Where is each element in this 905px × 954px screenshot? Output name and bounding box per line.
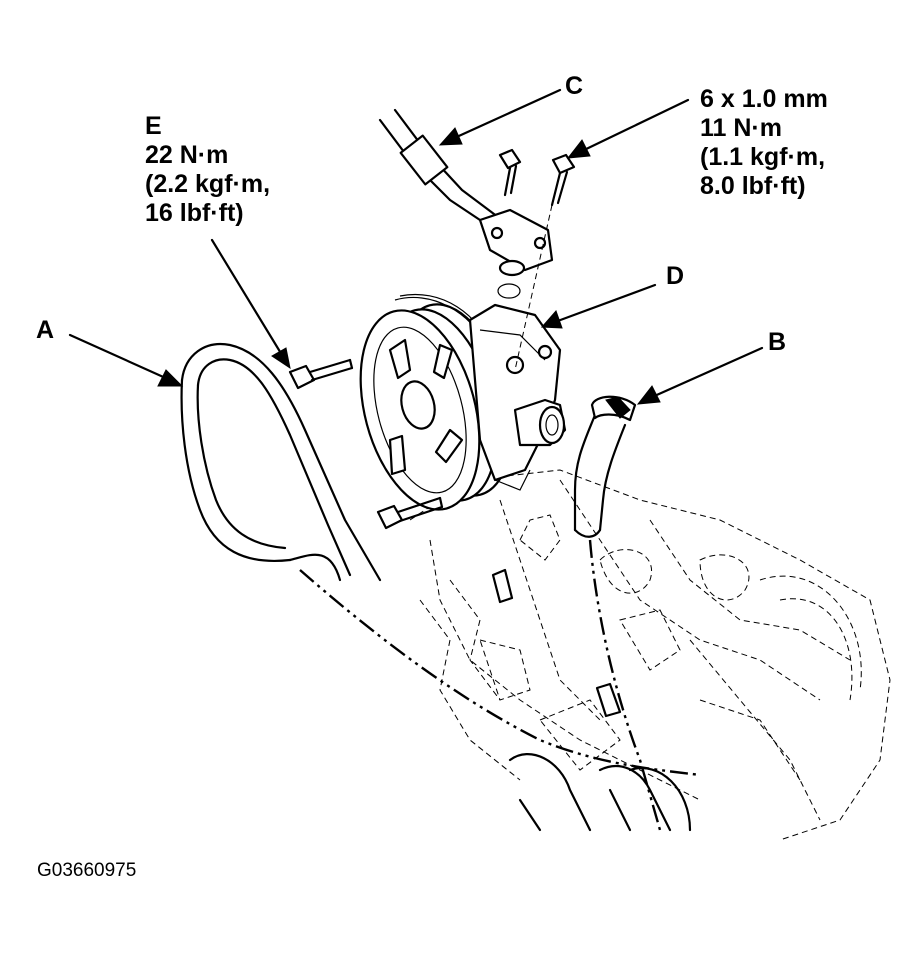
label-e-torque-nm: 22 N·m — [145, 141, 229, 169]
label-bolt-torque-lbf: 8.0 lbf·ft) — [700, 172, 806, 200]
drive-belt — [180, 342, 701, 777]
label-bolt-size: 6 x 1.0 mm — [700, 85, 828, 113]
pump-body — [468, 303, 567, 491]
bolt-e-upper — [288, 358, 354, 390]
label-bolt-torque-kgf: (1.1 kgf·m, — [700, 143, 826, 171]
bolt-upper-right — [514, 153, 576, 371]
label-bolt-group: 6 x 1.0 mm 11 N·m (1.1 kgf·m, 8.0 lbf·ft… — [700, 85, 828, 201]
label-a: A — [36, 316, 55, 344]
figure-id: G03660975 — [37, 860, 137, 881]
label-e: E — [145, 112, 162, 140]
label-e-torque-lbf: 16 lbf·ft) — [145, 199, 244, 227]
return-hose — [573, 395, 662, 831]
label-c: C — [565, 72, 584, 100]
leader-arrows — [68, 88, 764, 405]
label-bolt-torque-nm: 11 N·m — [700, 114, 782, 142]
pressure-hose — [378, 108, 554, 299]
label-e-torque-kgf: (2.2 kgf·m, — [145, 170, 271, 198]
label-d: D — [666, 262, 685, 290]
bolt-upper-left — [498, 148, 522, 197]
label-b: B — [768, 328, 787, 356]
engine-block-outline — [409, 469, 891, 841]
bolt-e-lower — [376, 496, 444, 530]
label-e-group: E 22 N·m (2.2 kgf·m, 16 lbf·ft) — [145, 112, 270, 228]
